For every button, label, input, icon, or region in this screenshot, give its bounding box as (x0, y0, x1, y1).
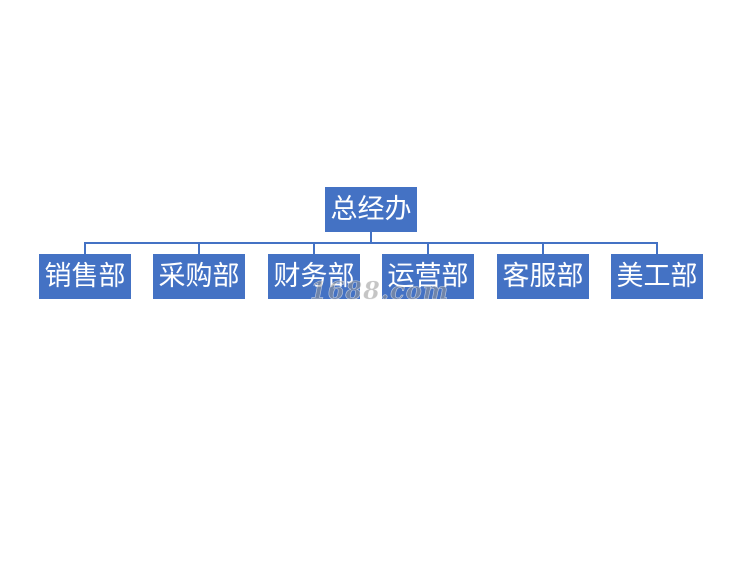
dept-node-label: 客服部 (502, 261, 584, 292)
dept-drop-connector-4 (427, 242, 429, 254)
dept-node-label: 美工部 (616, 261, 698, 292)
horizontal-bus-connector (84, 242, 658, 244)
dept-node-sales: 销售部 (39, 254, 131, 299)
dept-node-label: 采购部 (158, 261, 240, 292)
root-stem-connector (370, 232, 372, 243)
dept-drop-connector-3 (313, 242, 315, 254)
dept-node-finance: 财务部 (268, 254, 360, 299)
dept-drop-connector-5 (542, 242, 544, 254)
dept-node-label: 运营部 (387, 261, 469, 292)
dept-node-operations: 运营部 (382, 254, 474, 299)
root-node: 总经办 (325, 187, 417, 232)
dept-node-label: 财务部 (273, 261, 355, 292)
dept-drop-connector-1 (84, 242, 86, 254)
dept-node-label: 销售部 (44, 261, 126, 292)
root-node-label: 总经办 (330, 194, 412, 225)
dept-node-customer-service: 客服部 (497, 254, 589, 299)
dept-node-design: 美工部 (611, 254, 703, 299)
dept-node-purchasing: 采购部 (153, 254, 245, 299)
dept-drop-connector-2 (198, 242, 200, 254)
dept-drop-connector-6 (656, 242, 658, 254)
